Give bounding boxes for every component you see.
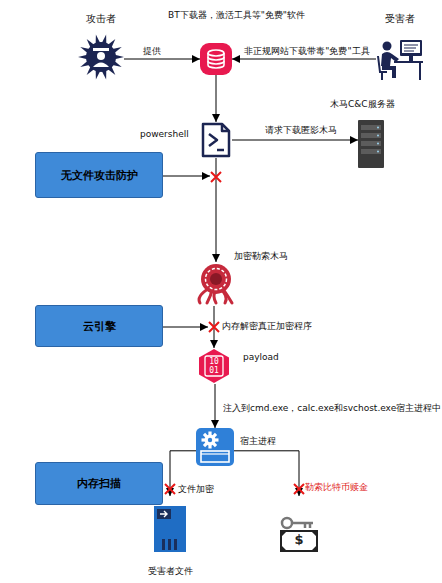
powershell-icon-graphic (200, 122, 232, 158)
window (201, 451, 229, 462)
database-icon-graphic (200, 43, 232, 75)
key (282, 518, 313, 528)
flow-arrow (232, 59, 376, 60)
server-led (377, 151, 379, 153)
block-mark (165, 172, 304, 494)
gear (202, 432, 219, 449)
node-label: 无文件攻击防护 (61, 169, 138, 182)
shoulders (93, 63, 109, 68)
edge-label: 提供 (132, 46, 172, 57)
server-bay (361, 141, 381, 146)
attacker-icon: 攻击者 (78, 34, 124, 80)
node-label: 云引擎 (83, 320, 116, 333)
server-icon-graphic (358, 120, 384, 168)
victim-icon: 受害者 (376, 36, 424, 82)
hat-brim (93, 48, 109, 51)
node-label: 内存扫描 (77, 477, 121, 490)
red-cross (165, 484, 175, 494)
flow-arrow (215, 384, 216, 428)
node-label: 受害者文件 (138, 566, 202, 577)
icon-body (199, 349, 229, 383)
head (97, 52, 105, 60)
window-bar (201, 453, 229, 454)
node-label: 受害者 (367, 13, 433, 25)
powershell-icon: powershell (200, 122, 232, 158)
server-bay (361, 125, 381, 130)
flow-arrow (232, 140, 358, 141)
ransomware-icon-graphic (194, 262, 238, 306)
node-label: 宿主进程 (240, 436, 300, 447)
ransom-money-icon: 勒索比特币赎金$ (279, 496, 319, 554)
chip-frame (205, 356, 223, 376)
database-icon: BT下载器，激活工具等"免费"软件 (200, 43, 232, 75)
host-process-icon-graphic (196, 428, 234, 466)
icon-body (86, 42, 116, 72)
file-bar (162, 539, 165, 550)
script-file (203, 124, 229, 156)
file-icon-graphic (152, 496, 188, 554)
edge-label: 非正规网站下载带毒"免费"工具 (222, 46, 392, 57)
icon-body (200, 43, 232, 75)
icon-body (201, 264, 231, 294)
node-label: 加密勒索木马 (234, 251, 314, 262)
leader-arrow (163, 327, 208, 328)
node-label: 勒索比特币赎金 (305, 482, 395, 493)
red-cross (294, 484, 304, 494)
icon-body (358, 120, 384, 168)
server-bay (361, 149, 381, 154)
payload-icon: 10 01payload (196, 348, 232, 384)
leader-arrow (163, 176, 210, 177)
server-led (377, 135, 379, 137)
person-at-desk (378, 40, 423, 80)
node-label: 攻击者 (68, 13, 134, 25)
defense-box: 云引擎 (35, 305, 163, 347)
flow-arrow (214, 306, 215, 348)
icon-body (154, 506, 186, 552)
ransomware-icon: 加密勒索木马 (194, 262, 238, 306)
defense-box: 内存扫描 (35, 462, 163, 505)
file-tab (157, 509, 171, 519)
node-label: powershell (140, 129, 198, 140)
file-bar (174, 539, 177, 550)
flow-arrow (216, 158, 217, 262)
node-label: 木马C&C服务器 (330, 99, 420, 110)
server-led (377, 127, 379, 129)
attacker-icon-graphic (78, 34, 124, 80)
server-led (377, 143, 379, 145)
db-symbol (208, 50, 224, 68)
icon-body (196, 428, 234, 466)
edge-label: 文件加密 (178, 484, 228, 495)
note-label: 内存解密真正加密程序 (222, 321, 332, 332)
red-cross (211, 172, 221, 182)
server-icon: 木马C&C服务器 (358, 120, 384, 168)
red-cross (209, 322, 219, 332)
host-process-icon: 宿主进程 (196, 428, 234, 466)
lock-ring (206, 269, 227, 290)
core (210, 273, 222, 285)
dollar-glyph: $ (279, 532, 319, 548)
node-label: payload (243, 352, 303, 363)
server-bay (361, 133, 381, 138)
file-icon: 受害者文件 (152, 496, 188, 554)
flow-arrow (216, 75, 217, 122)
node-label: BT下载器，激活工具等"免费"软件 (168, 10, 408, 21)
arrow-glyph (160, 511, 167, 517)
edge-label: 注入到cmd.exe，calc.exe和svchost.exe宿主进程中 (223, 403, 442, 414)
defense-box: 无文件攻击防护 (35, 152, 163, 198)
file-bar (168, 539, 171, 550)
edge-label: 请求下载匿影木马 (251, 125, 351, 136)
victim-icon-graphic (376, 36, 424, 82)
flow-arrow (234, 451, 299, 496)
binary-glyph: 10 01 (206, 357, 222, 375)
flow-arrow (124, 59, 200, 60)
